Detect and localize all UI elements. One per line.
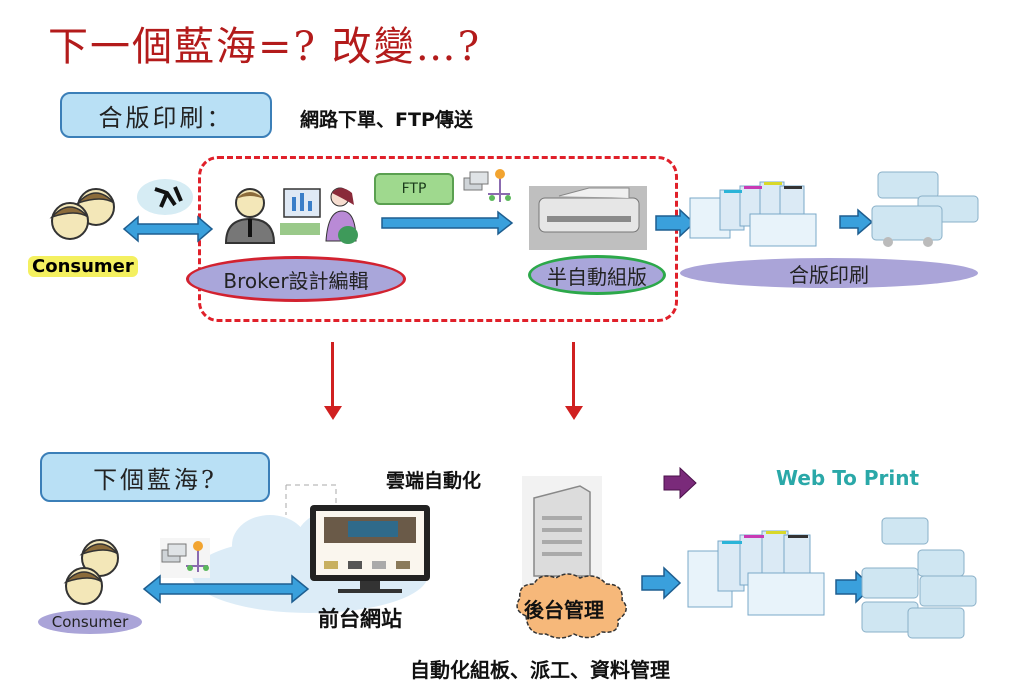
offset-printing-label: 合版印刷 [680,258,978,288]
ftp-badge: FTP [374,173,454,205]
backend-management-label: 後台管理 [524,598,604,622]
backend-to-press-arrow [641,566,682,600]
bottom-consumer-text: Consumer [51,613,129,631]
broker-person-icon [224,188,276,244]
automation-footer-label: 自動化組板、派工、資料管理 [410,658,670,682]
broker-design-edit-text: Broker設計編輯 [223,268,369,293]
press-to-delivery-arrow [839,208,874,236]
semi-auto-imposition-text: 半自動組版 [547,264,647,289]
bottom-section-heading-box: 下個藍海? [40,452,270,502]
web-to-print-label: Web To Print [776,466,920,490]
top-subheading: 網路下單、FTP傳送 [300,109,473,131]
website-monitor-icon [310,505,430,593]
broker-design-edit-label: Broker設計編輯 [186,256,406,302]
offset-press-icon-bottom [687,530,825,616]
page-title: 下一個藍海=? 改變…? [48,24,482,70]
down-arrow-right-shaft [572,342,575,408]
plate-to-press-arrow [655,208,696,238]
down-arrow-right-icon [565,406,583,420]
ftp-text: FTP [401,181,427,197]
network-computers-icon-bottom [160,538,210,578]
designer-computer-icon [280,187,358,244]
broker-to-plate-arrow [381,210,514,236]
delivery-trucks-icon [871,171,979,247]
bottom-consumer-label: Consumer [38,610,142,634]
courier-runner-icon [137,179,193,215]
consumer-people-icon [49,188,115,240]
cloud-automation-label: 雲端自動化 [386,470,482,492]
consumer-website-double-arrow [142,574,310,604]
backend-cloud-icon [516,573,627,639]
consumer-broker-double-arrow [122,215,214,243]
offset-printing-text: 合版印刷 [789,262,869,287]
top-section-heading: 合版印刷： [98,103,234,132]
semi-auto-imposition-label: 半自動組版 [528,255,666,295]
delivery-trucks-icon-bottom [861,517,977,639]
top-consumer-label: Consumer [28,256,138,277]
consumer-people-icon-bottom [63,539,119,605]
frontend-website-label: 前台網站 [318,607,402,631]
bottom-section-heading: 下個藍海? [93,465,217,494]
platesetter-machine-icon [529,186,647,250]
offset-press-icon [689,181,817,247]
down-arrow-left-icon [324,406,342,420]
purple-right-arrow-icon [663,466,697,500]
network-computers-icon [463,169,511,202]
top-section-heading-box: 合版印刷： [60,92,272,138]
server-tower-icon [522,476,602,586]
down-arrow-left-shaft [331,342,334,408]
